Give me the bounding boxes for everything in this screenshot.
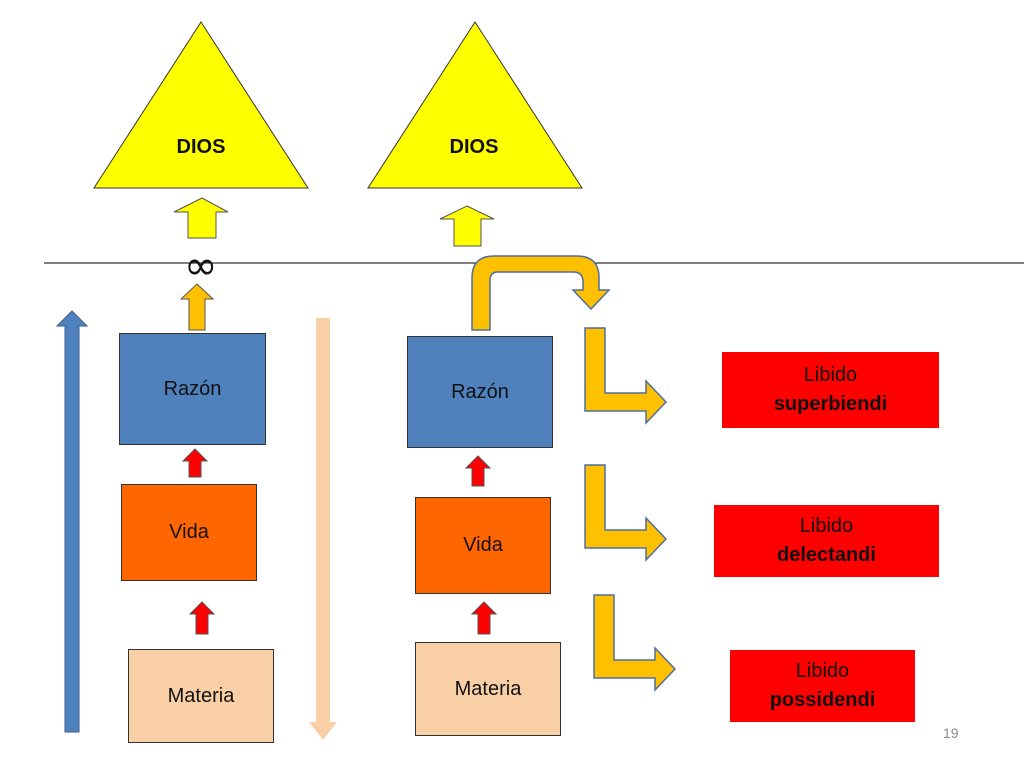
curved-gold-arrow	[471, 255, 611, 331]
right-dios-triangle	[367, 21, 583, 189]
libido-word: Libido	[799, 515, 854, 537]
libido-superbiendi-box: Libido superbiendi	[722, 352, 939, 428]
infinity-symbol: ∞	[184, 243, 218, 289]
right-vida-box: Vida	[415, 497, 551, 594]
descent-arrow	[309, 318, 337, 740]
right-materia-box: Materia	[415, 642, 561, 736]
left-red-arrow-vida-razon	[181, 448, 209, 478]
libido-word: Libido	[795, 660, 850, 682]
slide-number: 19	[943, 725, 959, 741]
right-yellow-up-arrow	[439, 205, 495, 247]
left-dios-triangle	[93, 21, 309, 189]
left-vida-box: Vida	[121, 484, 257, 581]
left-materia-box: Materia	[128, 649, 274, 743]
left-razon-box: Razón	[119, 333, 266, 445]
left-yellow-up-arrow	[173, 197, 229, 239]
left-red-arrow-materia-vida	[188, 601, 216, 635]
bent-arrow-possidendi	[593, 594, 677, 692]
right-red-arrow-materia-vida	[470, 601, 498, 635]
libido-term: superbiendi	[773, 393, 888, 415]
libido-delectandi-box: Libido delectandi	[714, 505, 939, 577]
right-dios-label: DIOS	[449, 136, 499, 158]
right-razon-box: Razón	[407, 336, 553, 448]
right-red-arrow-vida-razon	[464, 455, 492, 487]
libido-possidendi-box: Libido possidendi	[730, 650, 915, 722]
bent-arrow-delectandi	[584, 464, 668, 562]
libido-term: delectandi	[777, 544, 876, 566]
libido-term: possidendi	[769, 689, 876, 711]
bent-arrow-superbiendi	[584, 327, 668, 425]
ascent-arrow	[55, 310, 89, 733]
left-gold-up-arrow	[179, 283, 215, 331]
left-dios-label: DIOS	[176, 136, 226, 158]
libido-word: Libido	[803, 364, 858, 386]
